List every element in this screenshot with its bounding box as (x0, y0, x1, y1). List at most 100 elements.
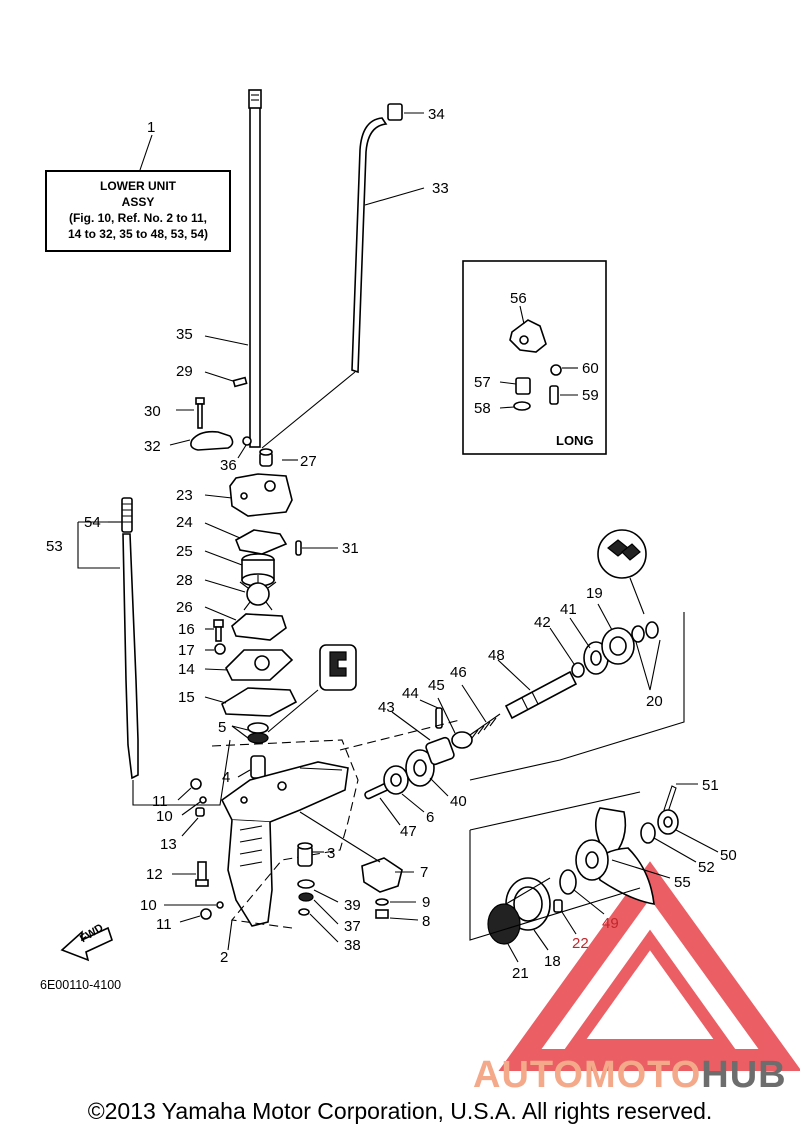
assy-line1: LOWER UNIT (100, 179, 176, 193)
split-pin-51 (663, 785, 677, 813)
diagram-code: 6E00110-4100 (40, 978, 122, 992)
nut-37 (298, 892, 314, 902)
pump-housing-23 (229, 473, 293, 517)
bolt-59 (549, 385, 559, 405)
callout-12: 12 (146, 866, 163, 883)
oil-seal-5 (247, 722, 269, 744)
inset-long-label: LONG (556, 433, 594, 448)
watermark-text: AUTOMOTOHUB (473, 1054, 787, 1097)
callout-48: 48 (488, 647, 505, 664)
washer-60 (550, 364, 562, 376)
cartridge-25 (241, 553, 275, 587)
callout-35: 35 (176, 326, 193, 343)
washer-42 (571, 662, 585, 678)
callout-11b: 11 (156, 916, 172, 933)
callout-10a: 10 (156, 808, 173, 825)
callout-labels: 1 2 3 4 5 6 7 8 9 10 10 11 11 12 13 14 1… (46, 106, 737, 982)
callout-45: 45 (428, 677, 445, 694)
gasket-24 (234, 529, 288, 555)
nut-50 (657, 809, 679, 835)
watermark-part1: AUTOMOTO (473, 1054, 702, 1096)
callout-38: 38 (344, 937, 361, 954)
callout-19: 19 (586, 585, 603, 602)
callout-33: 33 (432, 180, 449, 197)
callout-44: 44 (402, 685, 419, 702)
pinion-6 (383, 765, 409, 795)
callout-18: 18 (544, 953, 561, 970)
grommet-27 (259, 448, 273, 467)
grease-nipple-56 (509, 319, 547, 353)
inset-long-box (462, 260, 607, 455)
callout-60: 60 (582, 360, 599, 377)
gasket-10a (199, 796, 207, 804)
callout-47: 47 (400, 823, 417, 840)
clutch-43 (425, 736, 455, 766)
pin-29 (232, 376, 248, 388)
bolt-12 (195, 861, 209, 887)
callout-46: 46 (450, 664, 467, 681)
callout-43: 43 (378, 699, 395, 716)
washer-52 (640, 822, 656, 844)
forward-gear-40 (405, 749, 435, 787)
sleeve-4 (250, 755, 266, 779)
plate-32 (190, 430, 234, 451)
callout-11a: 11 (152, 793, 168, 810)
gasket-15 (221, 687, 298, 717)
callout-39: 39 (344, 897, 361, 914)
pin-44 (435, 707, 443, 729)
callout-14: 14 (178, 661, 195, 678)
callout-9: 9 (422, 894, 430, 911)
callout-4: 4 (222, 769, 230, 786)
seal-detail-icon-2 (597, 529, 647, 579)
shift-plunger-46 (469, 713, 501, 739)
callout-50: 50 (720, 847, 737, 864)
callout-58: 58 (474, 400, 491, 417)
shift-rod-53 (121, 497, 139, 780)
callout-13: 13 (160, 836, 177, 853)
callout-2: 2 (220, 949, 228, 966)
callout-56: 56 (510, 290, 527, 307)
callout-32: 32 (144, 438, 161, 455)
callout-29: 29 (176, 363, 193, 380)
callout-28: 28 (176, 572, 193, 589)
o-ring-21 (487, 903, 521, 945)
callout-51: 51 (702, 777, 719, 794)
copyright-notice: ©2013 Yamaha Motor Corporation, U.S.A. A… (87, 1098, 713, 1124)
drive-shaft (248, 89, 262, 448)
callout-54: 54 (84, 514, 101, 531)
plate-26 (231, 613, 287, 641)
washer-17 (214, 643, 226, 655)
drain-plug-11b (200, 908, 212, 920)
anode-3 (297, 842, 313, 867)
lower-unit-assy-box: LOWER UNIT ASSY (Fig. 10, Ref. No. 2 to … (45, 170, 231, 252)
callout-1: 1 (147, 119, 155, 136)
callout-26: 26 (176, 599, 193, 616)
callout-52: 52 (698, 859, 715, 876)
callout-27: 27 (300, 453, 317, 470)
pin-31 (295, 540, 302, 556)
callout-41: 41 (560, 601, 577, 618)
bushing-57 (515, 377, 531, 395)
callout-3: 3 (327, 845, 335, 862)
callout-42: 42 (534, 614, 551, 631)
callout-5: 5 (218, 719, 226, 736)
spacer-49 (559, 869, 577, 895)
seals-20 (631, 621, 659, 643)
callout-7: 7 (420, 864, 428, 881)
washer-9 (375, 898, 389, 906)
gasket-10b (216, 901, 224, 909)
washer-38 (298, 908, 310, 916)
callout-24: 24 (176, 514, 193, 531)
bolt-8 (375, 909, 389, 919)
callout-40: 40 (450, 793, 467, 810)
bolt-22 (553, 899, 563, 913)
callout-31: 31 (342, 540, 359, 557)
callout-17: 17 (178, 642, 195, 659)
spring-45 (451, 731, 473, 749)
callout-8: 8 (422, 913, 430, 930)
ball-bearing-19 (601, 627, 635, 665)
drain-plug-11a (190, 778, 202, 790)
callout-37: 37 (344, 918, 361, 935)
